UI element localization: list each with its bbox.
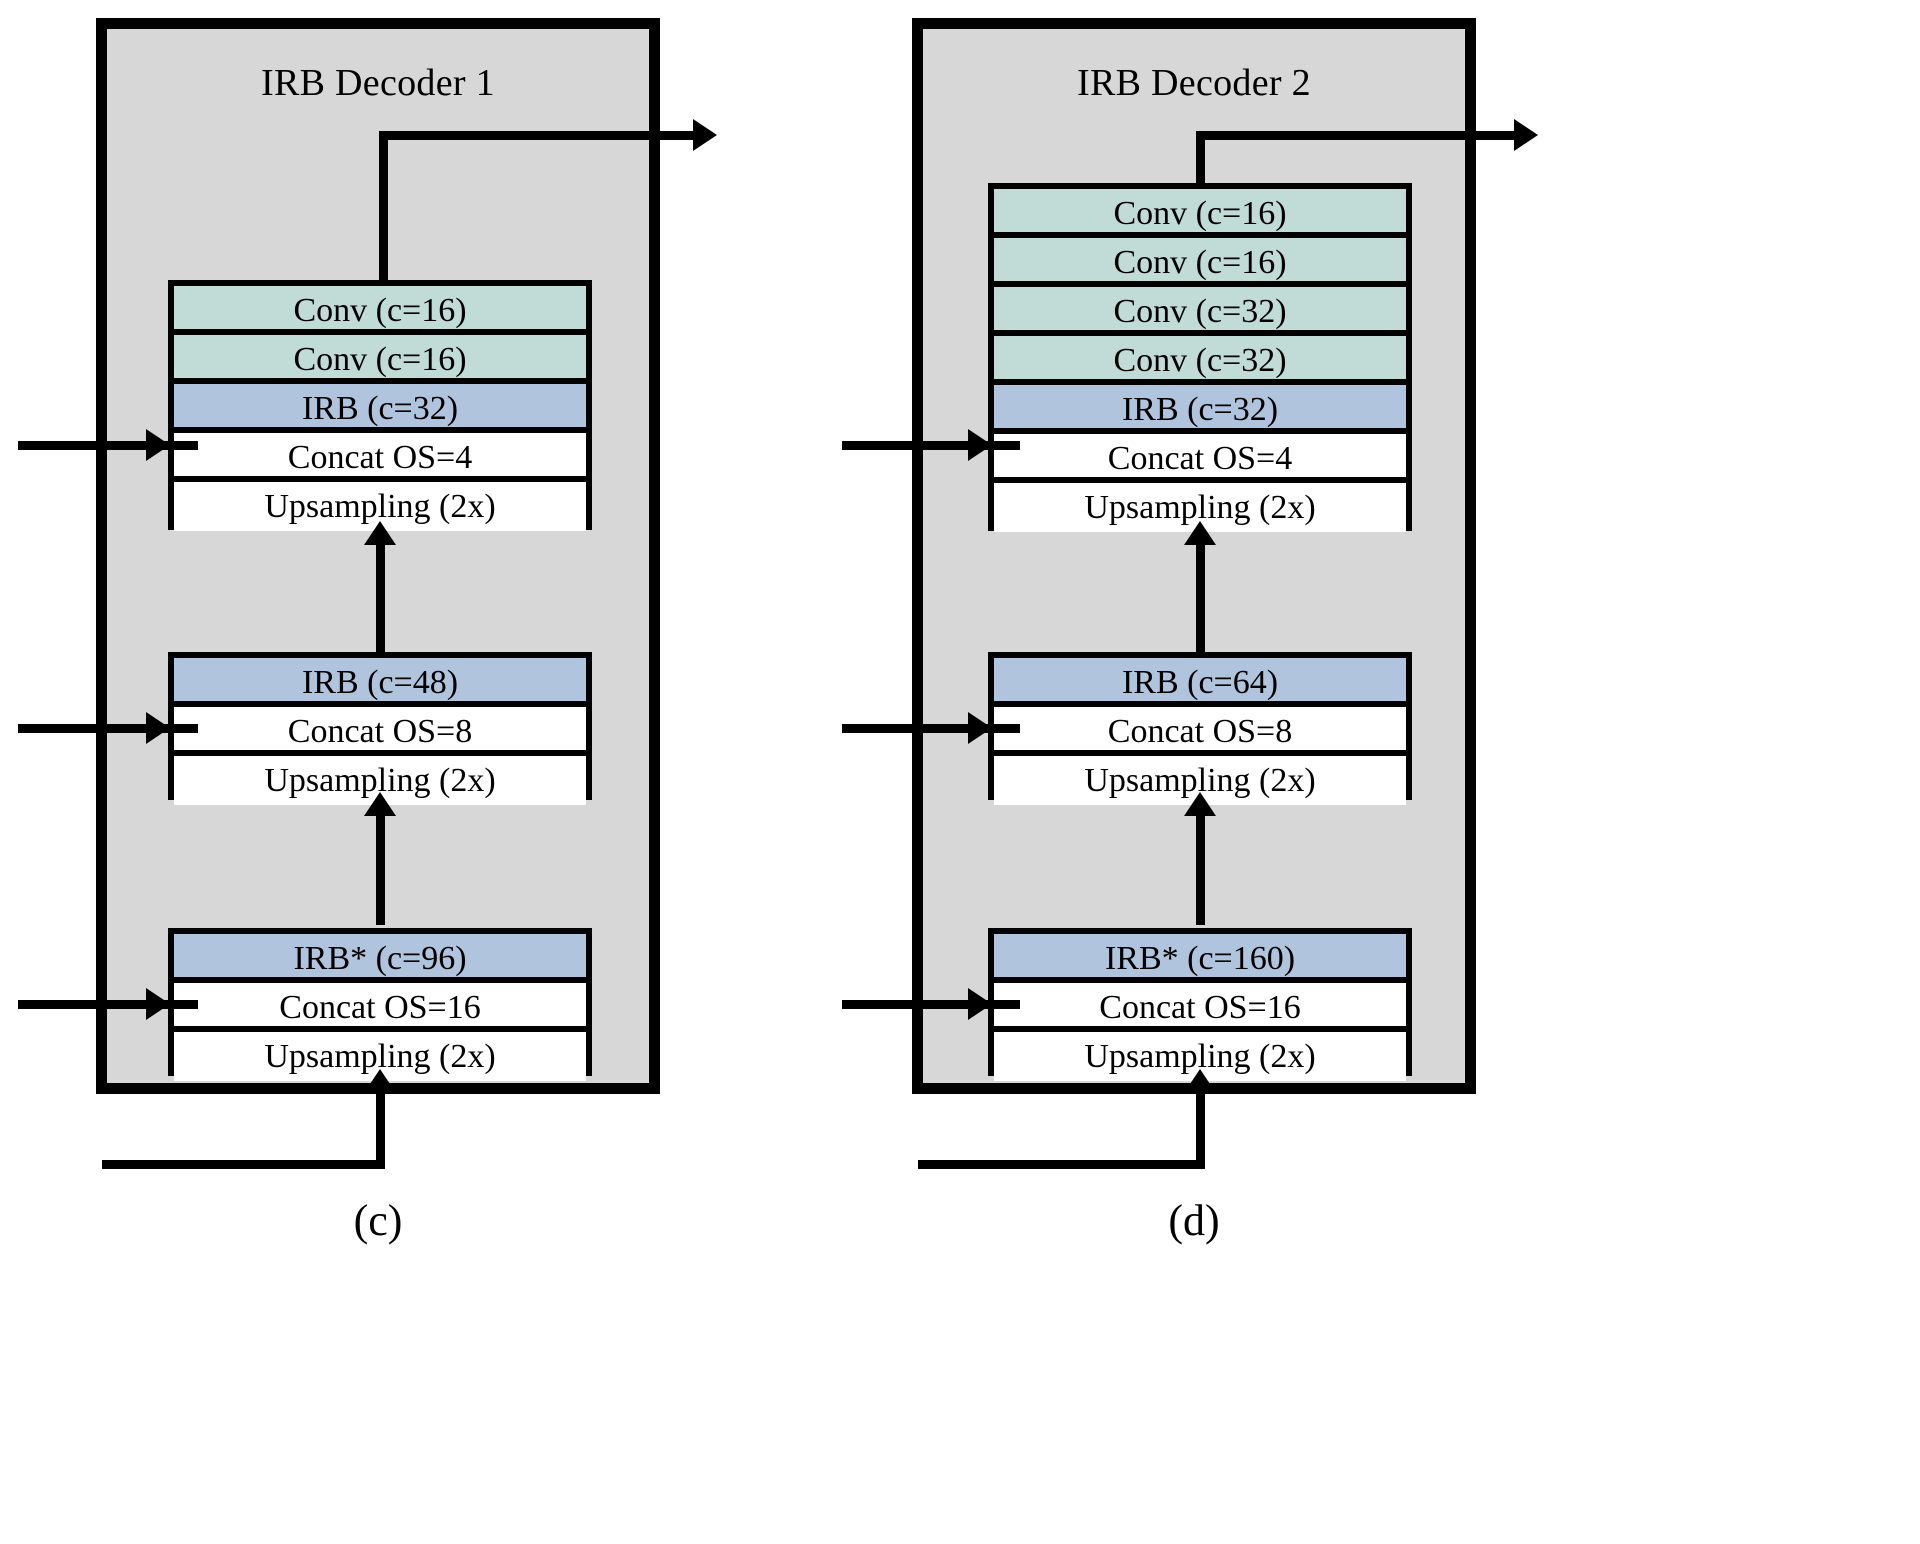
block-conv: Conv (c=16) [994,238,1406,287]
block-conv: Conv (c=32) [994,287,1406,336]
panel-1-skip-os8-arrowhead [146,712,170,744]
panel-1-output-arrowhead [693,119,717,151]
panel-1-skip-os16-line [18,1000,198,1009]
panel-1-skip-os4-line [18,441,198,450]
panel-2-skip-os8-arrowhead [968,712,992,744]
panel-1-output-riser [379,131,388,283]
block-conv: Conv (c=32) [994,336,1406,385]
panel-1-group-os8-stack: IRB (c=48) Concat OS=8 Upsampling (2x) [168,652,592,805]
panel-2-output-arrowhead [1514,119,1538,151]
panel-1-skip-os4-arrowhead [146,429,170,461]
panel-1-bottom-input-arrowhead [364,1069,396,1093]
panel-1-riser-os16-to-os8 [376,805,385,925]
block-irb: IRB (c=32) [994,385,1406,434]
panel-1-bottom-input-riser [376,1082,385,1164]
block-concat: Concat OS=16 [174,983,586,1032]
panel-1-group-os4-stack: Conv (c=16) Conv (c=16) IRB (c=32) Conca… [168,280,592,531]
block-upsampling: Upsampling (2x) [994,756,1406,805]
block-irb: IRB (c=32) [174,384,586,433]
block-conv: Conv (c=16) [174,286,586,335]
panel-1-skip-os16-arrowhead [146,988,170,1020]
block-conv: Conv (c=16) [994,189,1406,238]
panel-2-bottom-input-riser [1196,1082,1205,1164]
panel-2-skip-os4-arrowhead [968,429,992,461]
caption-c: (c) [353,1196,403,1245]
block-irb: IRB (c=64) [994,658,1406,707]
block-concat: Concat OS=4 [994,434,1406,483]
panel-2-riser-os16-to-os8-arrowhead [1184,792,1216,816]
panel-2-output-line [1196,131,1516,140]
panel-2-bottom-input-arrowhead [1184,1069,1216,1093]
block-concat: Concat OS=4 [174,433,586,482]
panel-1-riser-os8-to-os4-arrowhead [364,521,396,545]
block-conv: Conv (c=16) [174,335,586,384]
panel-2-title: IRB Decoder 2 [1077,62,1311,104]
panel-2-group-os8-stack: IRB (c=64) Concat OS=8 Upsampling (2x) [988,652,1412,805]
panel-1-riser-os8-to-os4 [376,534,385,654]
panel-2-skip-os8-line [842,724,1020,733]
panel-1-output-line [379,131,695,140]
panel-1-group-os16-stack: IRB* (c=96) Concat OS=16 Upsampling (2x) [168,928,592,1081]
panel-1-title: IRB Decoder 1 [261,62,495,104]
block-irb: IRB (c=48) [174,658,586,707]
block-irb-star: IRB* (c=160) [994,934,1406,983]
panel-2-bottom-input-line [918,1160,1205,1169]
block-concat: Concat OS=8 [174,707,586,756]
panel-2-skip-os16-line [842,1000,1020,1009]
panel-1-skip-os8-line [18,724,198,733]
block-concat: Concat OS=8 [994,707,1406,756]
panel-2-group-os4-stack: Conv (c=16) Conv (c=16) Conv (c=32) Conv… [988,183,1412,532]
panel-2-skip-os16-arrowhead [968,988,992,1020]
panel-2-group-os16-stack: IRB* (c=160) Concat OS=16 Upsampling (2x… [988,928,1412,1081]
block-concat: Concat OS=16 [994,983,1406,1032]
panel-2-riser-os8-to-os4 [1196,534,1205,654]
panel-1-bottom-input-line [102,1160,385,1169]
panel-2-riser-os8-to-os4-arrowhead [1184,521,1216,545]
panel-1-riser-os16-to-os8-arrowhead [364,792,396,816]
block-irb-star: IRB* (c=96) [174,934,586,983]
caption-d: (d) [1168,1196,1220,1245]
panel-2-output-riser [1196,131,1205,186]
panel-2-skip-os4-line [842,441,1020,450]
panel-2-riser-os16-to-os8 [1196,805,1205,925]
